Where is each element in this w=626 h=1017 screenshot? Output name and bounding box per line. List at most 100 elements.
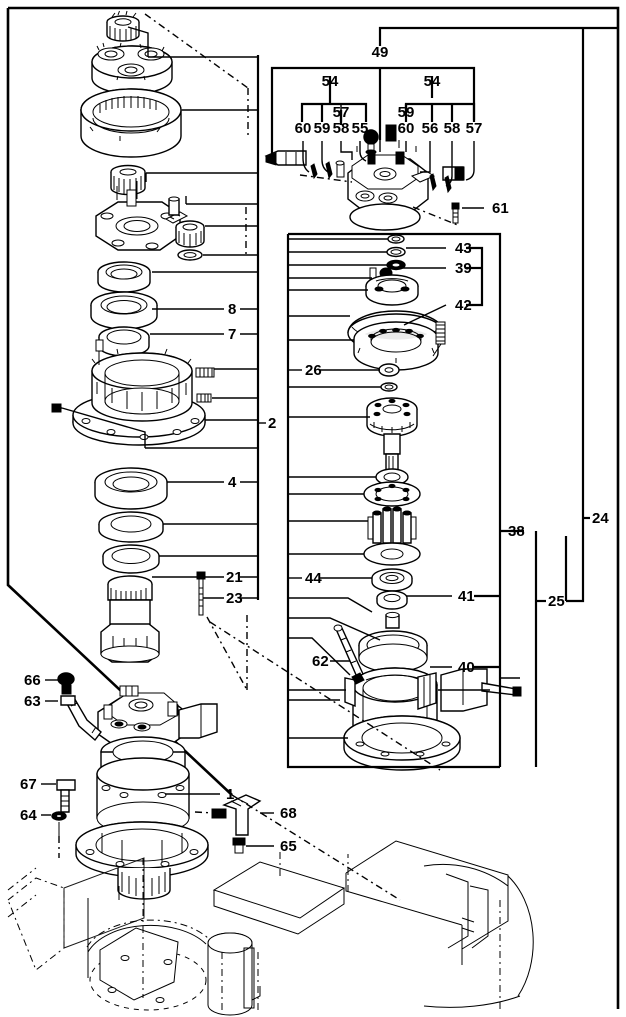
oring-part-43	[386, 246, 406, 258]
callout-58-left: 58	[333, 120, 350, 137]
plug-part-61	[451, 202, 460, 224]
callout-61: 61	[492, 200, 509, 217]
callout-57-left: 57	[333, 104, 350, 121]
plug-part	[168, 196, 180, 216]
retainer-plate-part	[363, 542, 421, 566]
planetary-gear-stack	[80, 10, 182, 196]
bracket-2	[145, 55, 266, 600]
planet-carrier-part	[91, 42, 173, 95]
leader-lines-left	[56, 26, 224, 599]
lower-bearing-group	[94, 467, 168, 574]
callout-24: 24	[592, 510, 609, 527]
housing-ring-part-40	[358, 630, 428, 673]
callout-59-right: 59	[398, 104, 415, 121]
callout-55: 55	[352, 120, 369, 137]
cylinder-block-part	[353, 321, 439, 371]
swash-plate-part	[363, 481, 421, 507]
washer-part-39	[386, 259, 406, 271]
callout-42: 42	[455, 297, 472, 314]
bracket-54-right	[404, 76, 476, 122]
bracket-38	[498, 300, 524, 767]
callout-2: 2	[268, 415, 276, 432]
callout-26: 26	[305, 362, 322, 379]
bracket-25	[534, 531, 546, 767]
bracket-top-group	[270, 66, 476, 155]
dashdot-to-machine-b	[231, 794, 401, 901]
callout-63: 63	[24, 693, 41, 710]
callout-39: 39	[455, 260, 472, 277]
callout-23: 23	[226, 590, 243, 607]
piston-set-part	[367, 506, 417, 544]
spring-part	[432, 321, 446, 357]
gear-case-part	[51, 339, 215, 446]
callout-68: 68	[280, 805, 297, 822]
bolt-part-23	[196, 571, 206, 616]
seal-part-7	[98, 326, 150, 357]
bolt-part-a	[195, 367, 215, 378]
callout-67: 67	[20, 776, 37, 793]
output-shaft-part	[100, 575, 160, 663]
callout-66: 66	[24, 672, 41, 689]
callout-65: 65	[280, 838, 297, 855]
callout-21: 21	[226, 569, 243, 586]
dashdot-leader-main5	[206, 616, 248, 691]
motor-port-block-group	[95, 181, 205, 261]
bracket-49	[378, 26, 618, 140]
fitting-part-68	[211, 794, 262, 836]
small-gear-part	[175, 220, 205, 248]
bearing-part-41	[376, 590, 408, 610]
swing-motor-unit-assembly	[51, 672, 262, 900]
oring-part-26b	[380, 382, 398, 392]
plug-part-65	[232, 837, 246, 854]
callout-1: 1	[226, 786, 234, 803]
bearing-group	[90, 261, 158, 357]
sun-gear-part	[106, 10, 140, 42]
callout-62: 62	[312, 653, 329, 670]
callout-25: 25	[548, 593, 565, 610]
dashdot-leader-main	[144, 13, 249, 89]
leaders-top	[302, 140, 484, 209]
washer-part-26	[378, 363, 400, 377]
oil-seal-part	[102, 544, 160, 574]
callout-44: 44	[305, 570, 322, 587]
callout-64: 64	[20, 807, 37, 824]
bolt-part-67	[56, 779, 76, 813]
relief-valve-part-b	[385, 124, 397, 142]
callout-54-left: 54	[322, 73, 339, 90]
bolt-part-b	[196, 393, 212, 403]
motor-internals-column	[347, 234, 446, 673]
leaders-bottom-left	[41, 679, 274, 847]
callout-59-left: 59	[314, 120, 331, 137]
bearing-part-8	[90, 291, 158, 330]
bracket-41-right	[474, 594, 500, 669]
rotor-part	[366, 397, 418, 477]
ring-gear-housing-part	[80, 88, 182, 158]
hose-part-63	[57, 672, 102, 742]
leaders-right-motor	[330, 247, 520, 691]
callout-40: 40	[458, 659, 475, 676]
washer-part-a	[177, 249, 203, 261]
washer-part-b	[98, 511, 164, 543]
dashdot-to-machine-a	[209, 621, 441, 771]
machine-chassis-outline	[7, 840, 534, 1016]
dashdot-leader-68	[194, 811, 215, 814]
callout-7: 7	[228, 326, 236, 343]
callout-60-left: 60	[295, 120, 312, 137]
bearing-part-44	[371, 568, 413, 592]
callout-38: 38	[508, 523, 525, 540]
control-valve-assembly	[264, 124, 465, 231]
callout-58-right: 58	[444, 120, 461, 137]
bearing-part-4	[94, 467, 168, 510]
callout-41: 41	[458, 588, 475, 605]
oring-part-top	[387, 234, 405, 244]
valve-plate-part	[365, 274, 419, 306]
callout-54-right: 54	[424, 73, 441, 90]
callout-4: 4	[228, 474, 237, 491]
callout-43: 43	[455, 240, 472, 257]
washer-part-64	[51, 811, 67, 836]
callout-56: 56	[422, 120, 439, 137]
bushing-part	[385, 611, 400, 629]
callout-8: 8	[228, 301, 236, 318]
